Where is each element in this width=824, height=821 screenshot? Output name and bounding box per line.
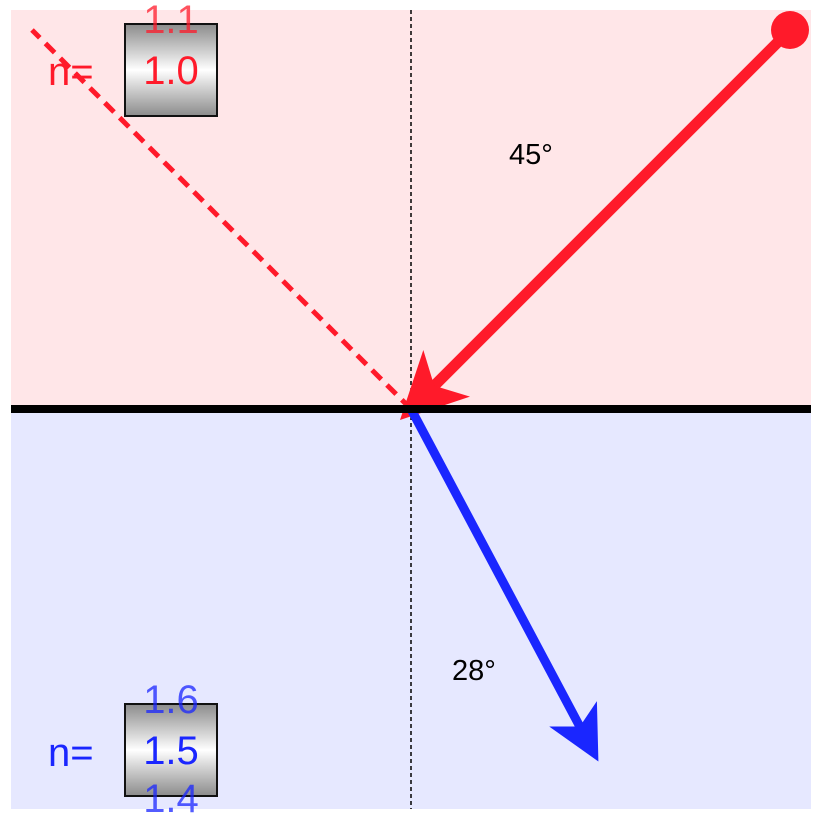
top-refractive-index-label: n= [48, 50, 94, 94]
refracted-angle-label: 28° [452, 655, 496, 687]
bottom-refractive-index-spinner[interactable]: 1.6 1.5 1.4 [124, 680, 218, 819]
top-refractive-index-spinner[interactable]: 1.1 1.0 [124, 0, 218, 117]
incident-angle-label: 45° [509, 139, 553, 171]
bottom-refractive-index-label: n= [48, 731, 94, 775]
bottom-spinner-next-value: 1.4 [143, 777, 199, 821]
light-source-handle[interactable] [771, 11, 809, 49]
top-spinner-current-value: 1.0 [143, 49, 199, 93]
incident-ray [399, 26, 794, 421]
top-spinner-previous-value: 1.1 [143, 0, 199, 42]
reflected-ray [30, 28, 413, 411]
refracted-ray [407, 406, 599, 762]
bottom-spinner-current-value: 1.5 [143, 729, 199, 773]
bottom-spinner-previous-value: 1.6 [143, 678, 199, 722]
